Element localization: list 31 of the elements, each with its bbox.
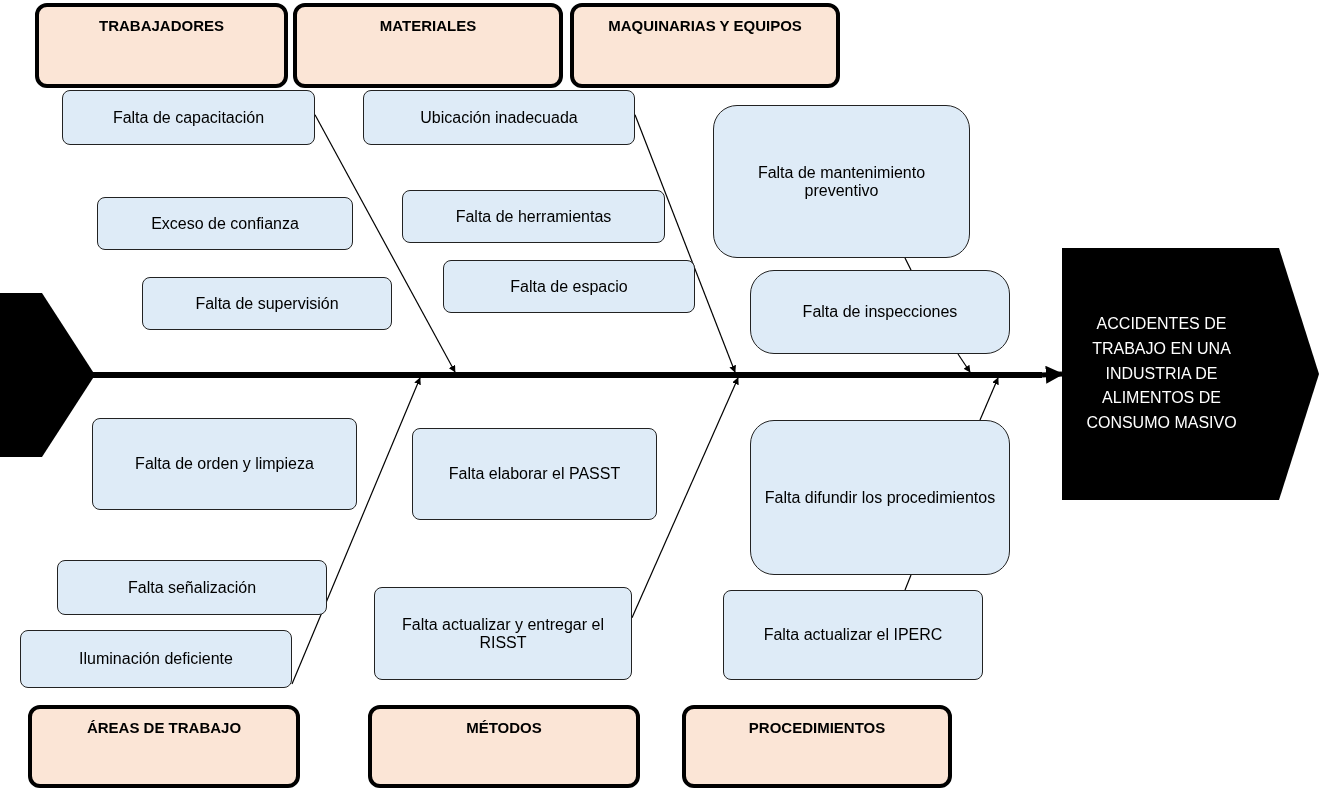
cause-box: Falta de capacitación [62, 90, 315, 145]
cause-box: Falta elaborar el PASST [412, 428, 657, 520]
cause-box: Falta de mantenimiento preventivo [713, 105, 970, 258]
chevron-shape [0, 293, 95, 457]
cause-box: Falta de orden y limpieza [92, 418, 357, 510]
category-box: TRABAJADORES [35, 3, 288, 88]
category-box: ÁREAS DE TRABAJO [28, 705, 300, 788]
category-box: MATERIALES [293, 3, 563, 88]
cause-box: Falta de espacio [443, 260, 695, 313]
cause-box: Falta de inspecciones [750, 270, 1010, 354]
category-box: MÉTODOS [368, 705, 640, 788]
cause-box: Iluminación deficiente [20, 630, 292, 688]
arrow [1041, 365, 1064, 384]
arrow [957, 353, 971, 373]
arrow [979, 377, 999, 421]
cause-box: Falta actualizar y entregar el RISST [374, 587, 632, 680]
arrow [634, 114, 736, 373]
cause-box: Ubicación inadecuada [363, 90, 635, 145]
cause-box: Falta señalización [57, 560, 327, 615]
arrow [291, 377, 421, 685]
effect-arrow-box: ACCIDENTES DE TRABAJO EN UNA INDUSTRIA DE ALIMENTOS DE CONSUMO MASIVO [1062, 248, 1319, 500]
cause-box: Falta de supervisión [142, 277, 392, 330]
cause-box: Falta de herramientas [402, 190, 665, 243]
cause-box: Exceso de confianza [97, 197, 353, 250]
arrow [314, 114, 456, 373]
arrow [631, 377, 739, 619]
cause-box: Falta difundir los procedimientos [750, 420, 1010, 575]
category-box: MAQUINARIAS Y EQUIPOS [570, 3, 840, 88]
bar-shape [93, 372, 1042, 378]
category-box: PROCEDIMIENTOS [682, 705, 952, 788]
cause-box: Falta actualizar el IPERC [723, 590, 983, 680]
